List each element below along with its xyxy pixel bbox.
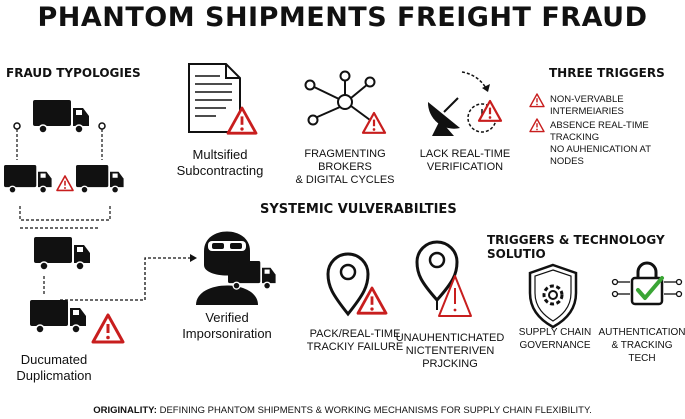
truck-icon <box>33 236 91 271</box>
truck-icon <box>75 164 125 194</box>
satellite-dish-icon <box>427 71 503 136</box>
header-triggers-tech: TRIGGERS & TECHNOLOGY SOLUTIO <box>487 233 665 261</box>
header-systemic: SYSTEMIC VULVERABILTIES <box>260 202 457 217</box>
trigger-item: NON-VERVABLE INTERMEIARIES <box>550 94 624 117</box>
network-icon <box>304 70 387 134</box>
truck-icon <box>29 299 87 334</box>
document-icon <box>188 63 258 135</box>
warning-icon <box>529 118 545 133</box>
label-auth-tech: AUTHENTICATION& TRACKING TECH <box>598 327 685 364</box>
page-title: PHANTOM SHIPMENTS FREIGHT FRAUD <box>37 2 648 33</box>
lock-check-icon <box>611 261 683 306</box>
warning-icon <box>529 93 545 108</box>
header-three-triggers: THREE TRIGGERS <box>549 66 665 80</box>
label-fragmenting: FRAGMENTING BROKERS& DIGITAL CYCLES <box>295 148 395 186</box>
hacker-icon <box>196 231 277 305</box>
header-fraud-typologies: FRAUD TYPOLOGIES <box>6 66 141 80</box>
footer-note: ORIGINALITY: DEFINING PHANTOM SHIPMENTS … <box>93 405 592 416</box>
warning-icon <box>91 313 125 344</box>
truck-icon <box>3 164 53 194</box>
warning-icon <box>56 175 74 192</box>
shield-gear-icon <box>528 263 578 329</box>
location-pin-icon <box>326 252 388 317</box>
location-pin-icon <box>415 240 472 317</box>
truck-icon <box>32 99 90 134</box>
